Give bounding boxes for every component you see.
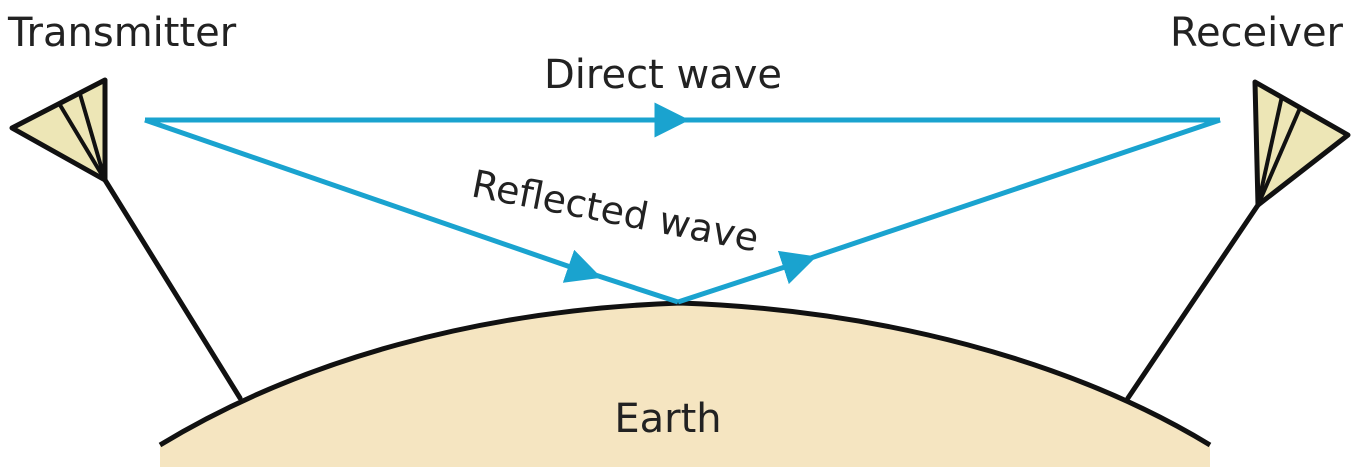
transmitter-antenna-icon	[9, 77, 243, 401]
receiver-antenna-icon	[1125, 79, 1351, 401]
reflected-wave	[144, 117, 1221, 305]
earth-label: Earth	[614, 396, 721, 442]
transmitter-label: Transmitter	[7, 10, 237, 56]
direct-wave-label: Direct wave	[544, 52, 782, 98]
receiver-label: Receiver	[1170, 10, 1344, 56]
earth-shape	[160, 303, 1210, 467]
